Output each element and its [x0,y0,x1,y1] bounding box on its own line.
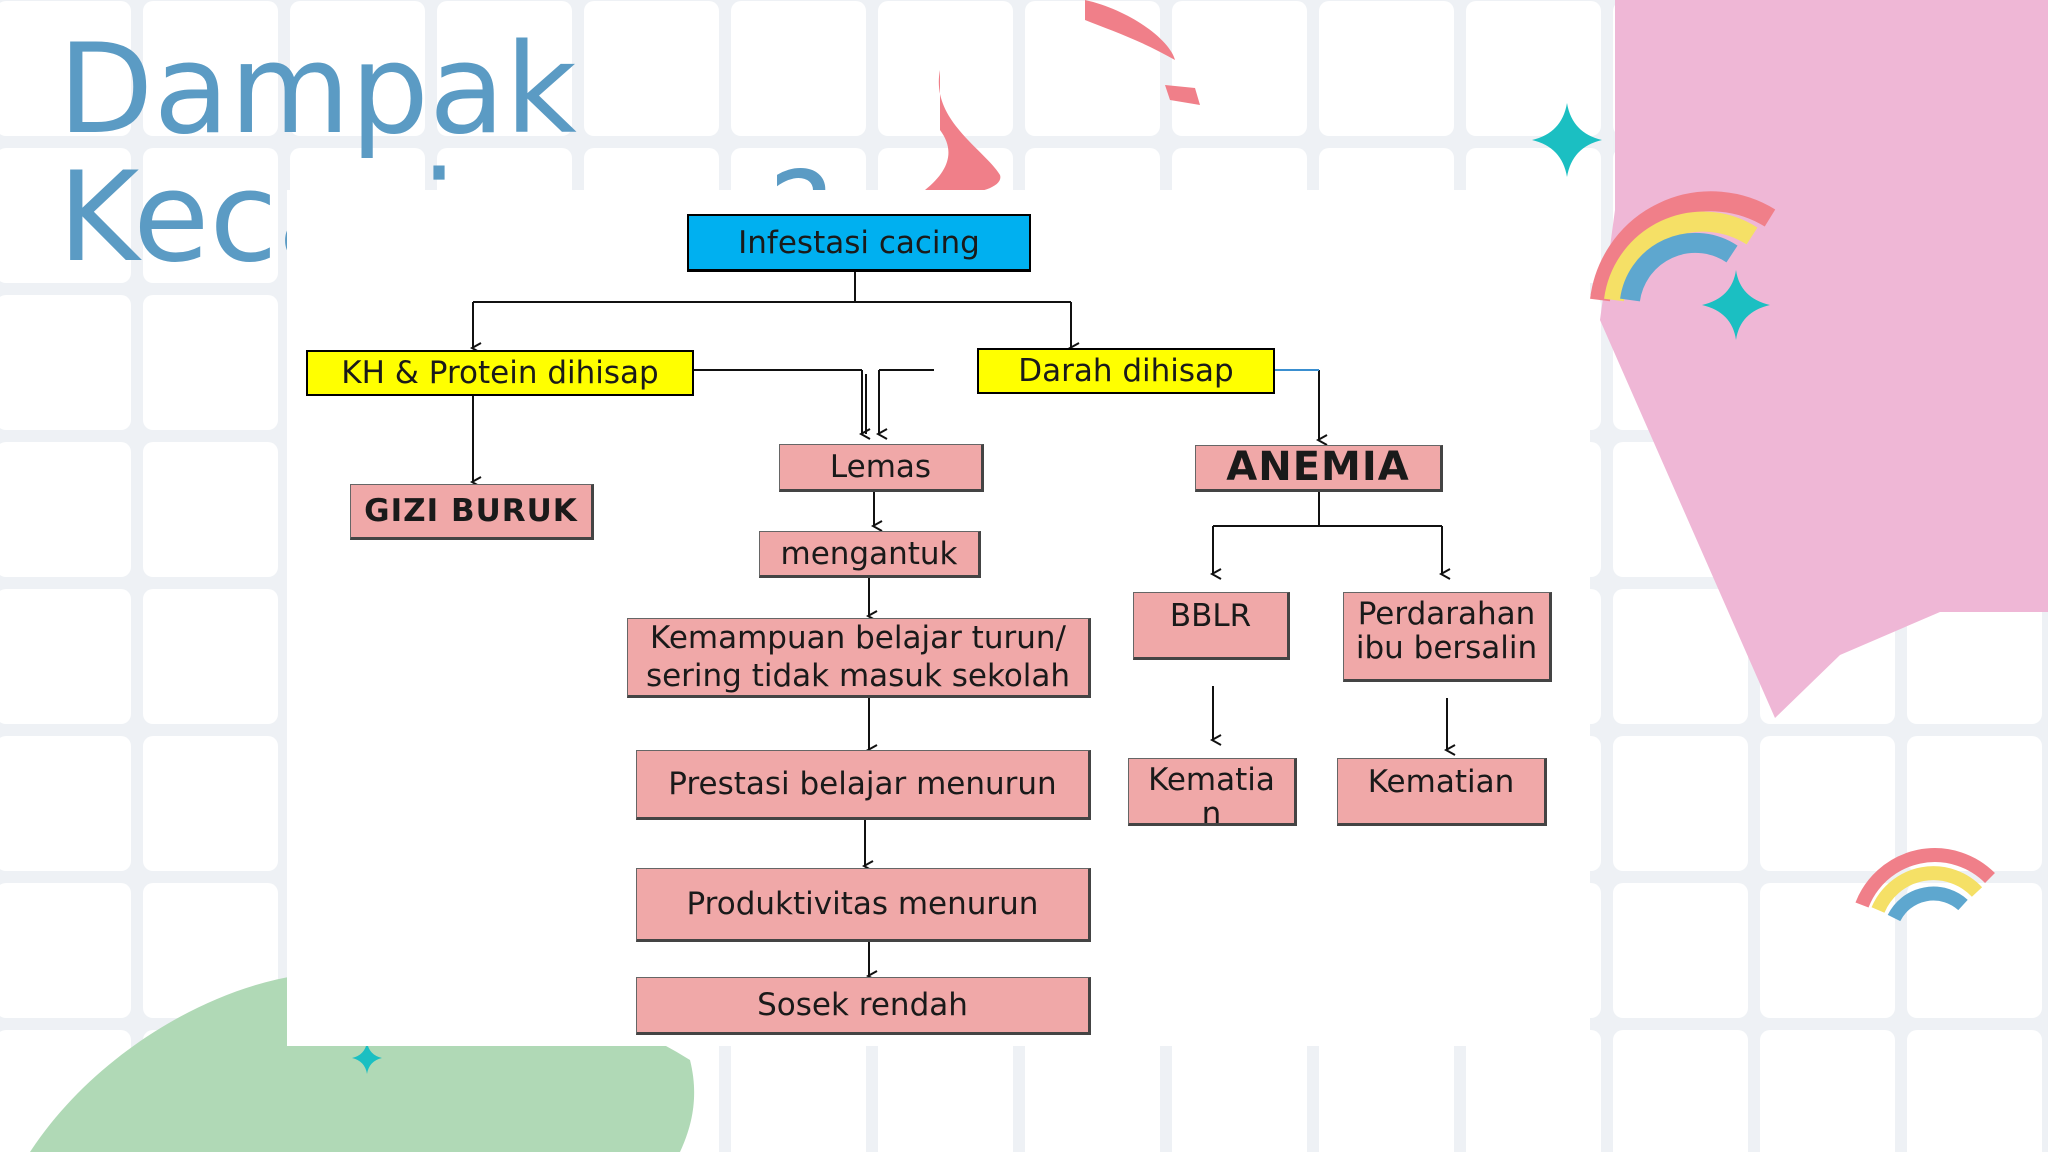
root-node-infestasi: Infestasi cacing [687,214,1031,272]
coral-squiggle-shape [925,70,1001,195]
node-kematian-left: Kematia n [1128,758,1297,826]
title-line-1: Dampak [58,18,577,162]
flowchart-connectors [287,272,1590,1046]
kemampuan-line-1: Kemampuan belajar turun/ [650,620,1066,656]
node-kemampuan-belajar: Kemampuan belajar turun/ sering tidak ma… [627,618,1091,698]
node-kh-protein: KH & Protein dihisap [306,350,694,396]
node-anemia: ANEMIA [1195,445,1443,492]
pink-blob-shape [1600,0,2048,718]
kemampuan-line-2: sering tidak masuk sekolah [645,658,1071,694]
rainbow-large-icon [1590,191,1776,302]
sparkle-star-icon [1702,270,1770,340]
rainbow-small-icon [1855,848,1995,922]
perdarahan-line-2: ibu bersalin [1355,630,1538,666]
perdarahan-line-1: Perdarahan [1357,596,1536,632]
node-gizi-buruk: GIZI BURUK [350,484,594,540]
node-mengantuk: mengantuk [759,531,981,578]
node-sosek: Sosek rendah [636,977,1091,1035]
flowchart-diagram: Infestasi cacing KH & Protein dihisap Da… [287,190,1590,1046]
node-perdarahan: Perdarahan ibu bersalin [1343,592,1552,682]
node-bblr: BBLR [1133,592,1290,660]
node-darah: Darah dihisap [977,348,1275,394]
coral-squiggle-top-shape [1085,0,1200,105]
node-lemas: Lemas [779,444,984,492]
sparkle-star-icon [1532,103,1602,177]
node-produktivitas: Produktivitas menurun [636,868,1091,942]
sparkle-star-icon [352,1042,382,1074]
node-prestasi: Prestasi belajar menurun [636,750,1091,820]
node-kematian-right: Kematian [1337,758,1547,826]
